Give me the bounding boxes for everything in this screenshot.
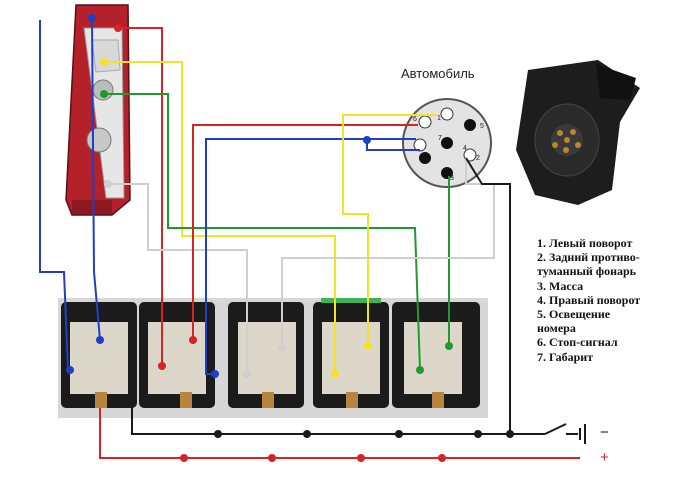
pin-label: 4 xyxy=(463,145,467,152)
wire-yellow-tail xyxy=(104,61,336,374)
connection-dots xyxy=(66,14,514,462)
legend-item: 6. Стоп-сигнал xyxy=(537,335,618,350)
wire-blue-tail-2 xyxy=(91,17,101,341)
wire-red-tail xyxy=(118,27,163,366)
pin-label: 7 xyxy=(438,135,442,142)
wire-blue-tail xyxy=(39,20,70,371)
legend-item: 2. Задний противо- xyxy=(537,250,640,265)
pin-label: 1 xyxy=(437,115,441,122)
legend-item: 5. Освещение xyxy=(537,307,611,322)
plus-sign: + xyxy=(600,449,609,466)
pin-label: 3 xyxy=(450,175,454,182)
vehicle-label: Автомобиль xyxy=(401,66,475,81)
plus-bus xyxy=(99,408,580,459)
relay-block xyxy=(58,298,488,418)
pin-legend: 1. Левый поворот 2. Задний противо- тума… xyxy=(537,236,697,364)
pin-label: 2 xyxy=(476,155,480,162)
legend-item: 1. Левый поворот xyxy=(537,236,633,250)
wire-blue-socket xyxy=(205,138,416,375)
ground-bus xyxy=(131,376,545,435)
wire-white-tail xyxy=(108,183,248,374)
wire-black-right xyxy=(465,157,511,434)
minus-sign: − xyxy=(600,424,609,441)
pin-label: 5 xyxy=(480,123,484,130)
legend-item: 4. Правый поворот xyxy=(537,292,641,307)
legend-item: 7. Габарит xyxy=(537,349,594,364)
wire-white-socket xyxy=(281,158,495,348)
switch xyxy=(544,423,567,435)
pin-label: 6 xyxy=(413,116,417,123)
trailer-plug-photo xyxy=(516,60,640,205)
legend-item: номера xyxy=(537,321,576,336)
legend-item: 3. Масса xyxy=(537,278,584,293)
legend-item: туманный фонарь xyxy=(537,264,637,279)
wire-green-tail xyxy=(104,93,421,371)
vehicle-socket-diagram: 1 2 3 4 5 6 7 xyxy=(402,98,492,188)
wires xyxy=(39,17,586,459)
